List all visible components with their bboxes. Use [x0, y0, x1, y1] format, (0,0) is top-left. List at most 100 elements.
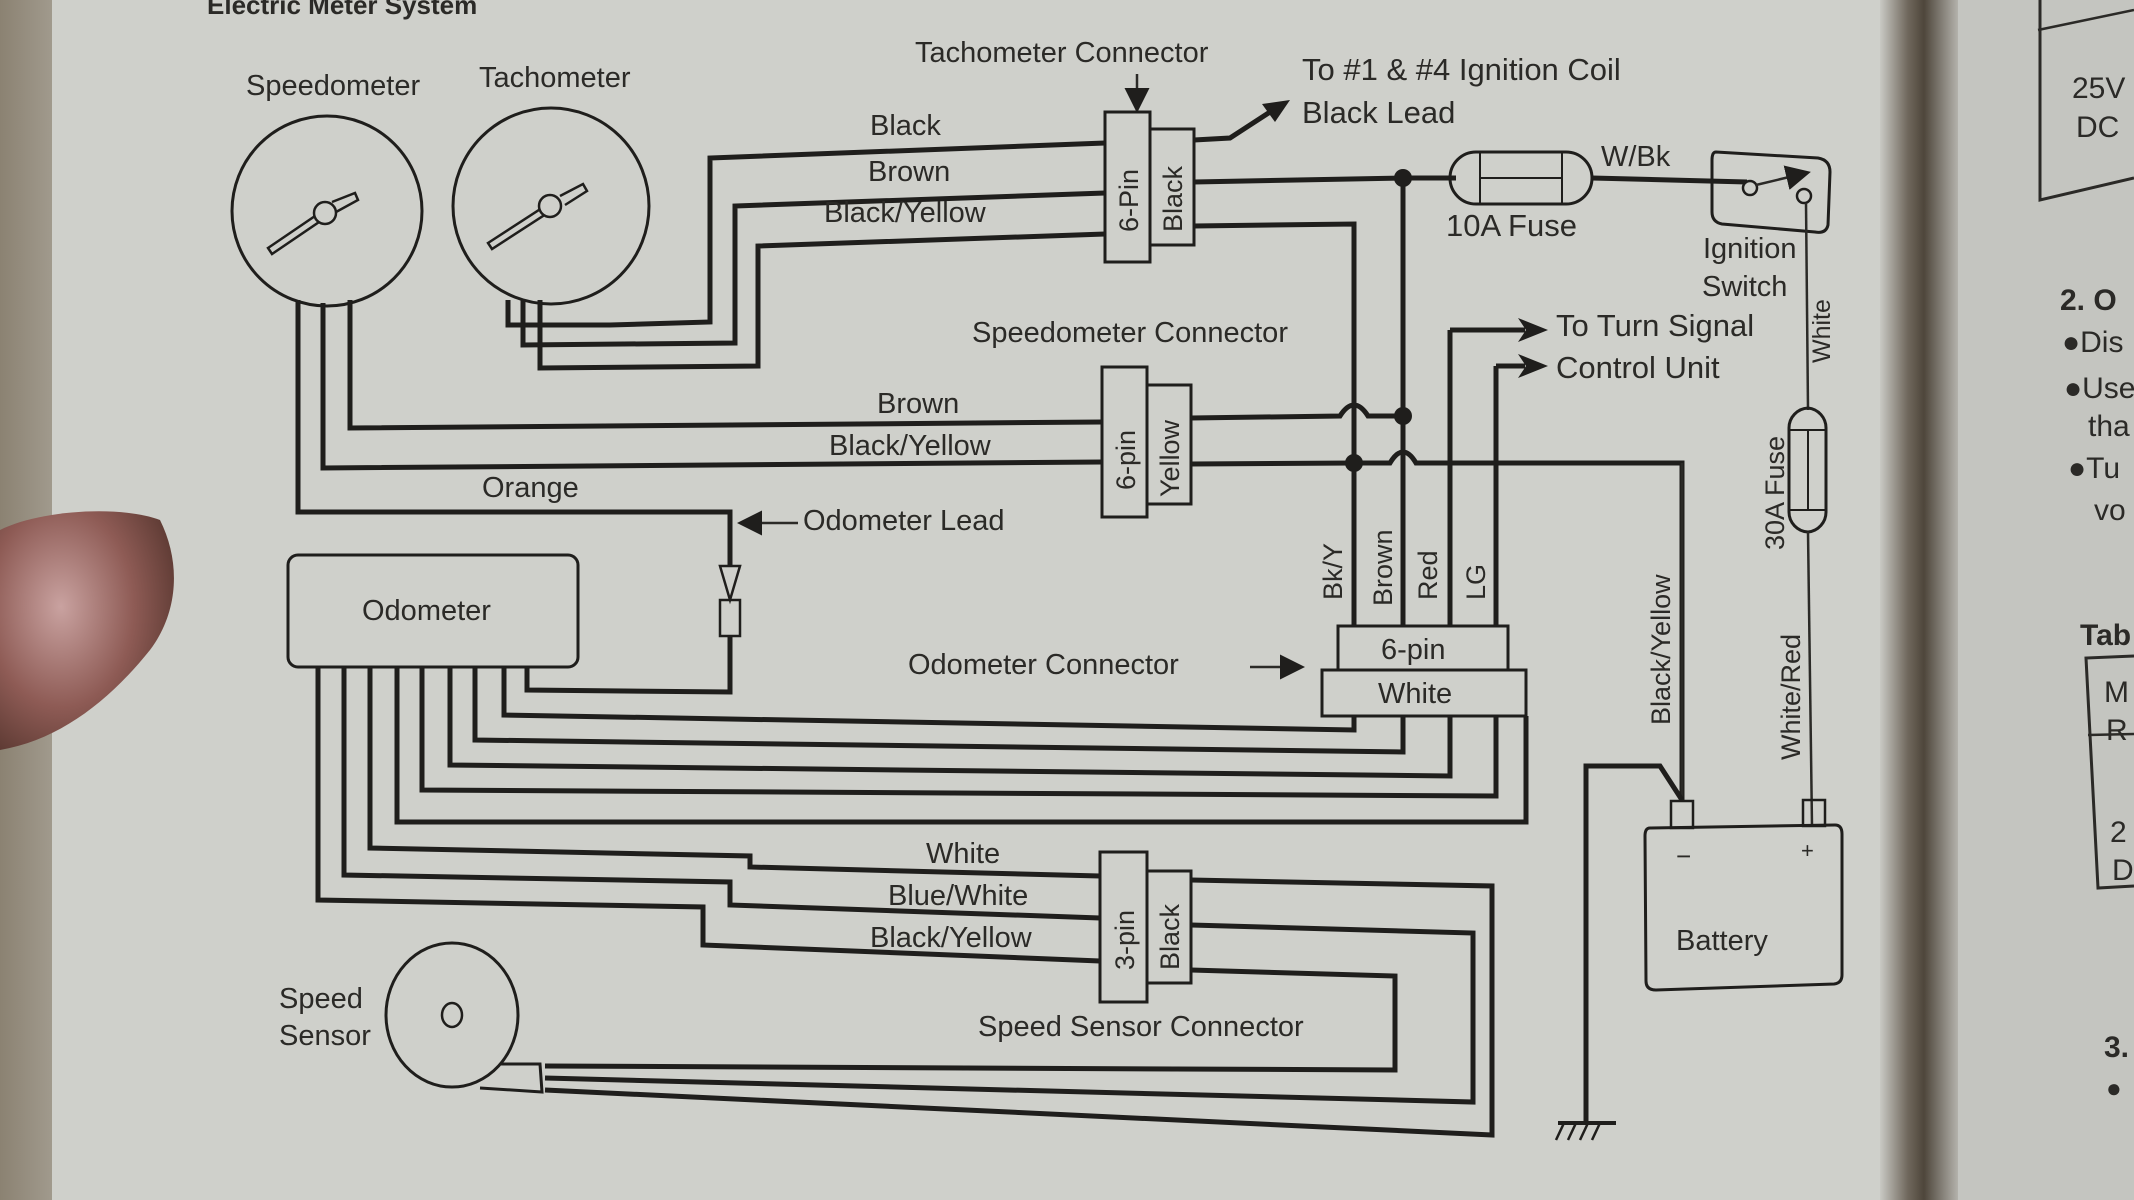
- tachometer-wires: [505, 140, 1106, 371]
- odometer-bundle-wires: [315, 667, 1529, 964]
- book-gutter: [1880, 0, 1960, 1200]
- facing-page: [1958, 0, 2134, 1200]
- battery: − + Battery: [1643, 798, 1844, 992]
- battery-label: Battery: [1676, 925, 1768, 957]
- fuse-10a-label: 10A Fuse: [1446, 208, 1577, 243]
- facing-heading-3: 3.: [2104, 1031, 2129, 1064]
- odo-connector-pin: 6-pin: [1381, 634, 1446, 666]
- odometer-lead-label: Odometer Lead: [803, 505, 1005, 537]
- facing-table-dc: DC: [2076, 111, 2119, 144]
- speedo-connector-label: Speedometer Connector: [972, 317, 1288, 349]
- ignition-coil-label-1: To #1 & #4 Ignition Coil: [1302, 52, 1621, 87]
- ground-wire: [1583, 763, 1685, 1123]
- odometer: [286, 553, 580, 669]
- odometer-lead-return: [524, 636, 733, 695]
- speedo-bky-wire-right: [1190, 449, 1685, 800]
- facing-bullet-3-cont: vo: [2094, 494, 2126, 527]
- ground-icon: [1554, 1121, 1616, 1141]
- facing-table2-r2a: 2: [2110, 816, 2127, 849]
- speedometer-connector: 6-pin Yellow: [1100, 365, 1193, 519]
- speedometer-label: Speedometer: [246, 70, 420, 102]
- wire-label-odo-brown: Brown: [1368, 529, 1398, 606]
- facing-table-2: [2084, 654, 2134, 890]
- ignition-switch: [1710, 150, 1832, 234]
- wire-label-tach-black: Black: [870, 110, 941, 142]
- facing-bullet-3: ●Tu: [2068, 452, 2120, 485]
- wire-label-black-yellow-battery: Black/Yellow: [1646, 574, 1676, 725]
- turn-signal-arrow-icon: [1518, 318, 1548, 342]
- speed-sensor-connector: 3-pin Black: [1098, 850, 1193, 1004]
- speedo-connector-pin: 6-pin: [1111, 430, 1141, 490]
- odometer-connector: 6-pin White: [1320, 624, 1528, 718]
- facing-bullet-4: ●: [2106, 1073, 2122, 1103]
- tachometer-needle-icon: [486, 182, 589, 251]
- tachometer-connector: 6-Pin Black: [1103, 110, 1196, 264]
- ss-connector-label: Speed Sensor Connector: [978, 1011, 1304, 1043]
- wire-label-odo-lg: LG: [1461, 564, 1491, 600]
- ignition-coil-lead: [1193, 109, 1272, 143]
- wire-label-ss-white: White: [926, 838, 1000, 870]
- turn-signal-label-2: Control Unit: [1556, 350, 1720, 385]
- turn-signal-label-1: To Turn Signal: [1556, 308, 1754, 343]
- wire-label-tach-black-yellow: Black/Yellow: [824, 197, 987, 229]
- white-red-wire: [1806, 531, 1814, 827]
- speed-sensor-wires: [544, 877, 1495, 1138]
- wire-label-white: White: [1808, 299, 1836, 363]
- wire-label-w-bk: W/Bk: [1601, 141, 1671, 173]
- facing-page-content: 25V DC 2. O ●Dis ●Use tha ●Tu vo Tab M R…: [2037, 0, 2134, 1103]
- facing-bullet-1: ●Dis: [2062, 326, 2123, 359]
- speed-sensor-label-2: Sensor: [279, 1020, 371, 1052]
- wire-label-speedo-black-yellow: Black/Yellow: [829, 430, 992, 462]
- speedo-connector-color: Yellow: [1155, 419, 1185, 497]
- facing-table-top: [2038, 0, 2134, 202]
- tach-connector-color: Black: [1158, 165, 1188, 232]
- ignition-coil-arrow-icon: [1262, 100, 1290, 122]
- wire-label-ss-black-yellow: Black/Yellow: [870, 922, 1033, 954]
- speedo-brown-wire-right: [1190, 402, 1403, 421]
- facing-table-label: Tab: [2080, 619, 2131, 652]
- facing-table-25v: 25V: [2072, 72, 2125, 105]
- battery-minus-sign: −: [1676, 841, 1691, 871]
- tach-connector-label: Tachometer Connector: [915, 37, 1209, 69]
- speedometer-wires: [295, 300, 1103, 546]
- section-title: Electric Meter System: [207, 0, 477, 20]
- tachometer: [451, 106, 651, 306]
- speed-sensor: [384, 941, 544, 1094]
- white-wire: [1804, 202, 1810, 411]
- facing-table2-r2b: D: [2112, 854, 2134, 887]
- fuse-10a: [1448, 150, 1594, 206]
- odometer-label: Odometer: [362, 595, 491, 627]
- ignition-switch-label-2: Switch: [1702, 271, 1787, 303]
- odo-connector-color: White: [1378, 678, 1452, 710]
- wire-label-speedo-brown: Brown: [877, 388, 959, 420]
- wire-label-white-red: White/Red: [1776, 634, 1806, 760]
- thumb: [0, 511, 174, 750]
- facing-table2-r1b: R: [2106, 714, 2128, 747]
- speedometer: [230, 114, 424, 308]
- tach-bky-wire-right: [1193, 221, 1357, 470]
- tach-connector-pin: 6-Pin: [1114, 169, 1144, 232]
- ss-connector-pin: 3-pin: [1110, 910, 1140, 970]
- wire-label-tach-brown: Brown: [868, 156, 950, 188]
- facing-bullet-2-cont: tha: [2088, 410, 2130, 443]
- odo-connector-label: Odometer Connector: [908, 649, 1179, 681]
- fuse-30a-label: 30A Fuse: [1760, 436, 1790, 550]
- speed-sensor-label-1: Speed: [279, 983, 363, 1015]
- junction-dot: [1394, 407, 1412, 425]
- odometer-lead-plug-icon: [718, 564, 742, 605]
- facing-heading-2: 2. O: [2060, 284, 2117, 317]
- battery-plus-sign: +: [1801, 838, 1814, 863]
- junction-dot: [1394, 169, 1412, 187]
- turn-signal-arrow-icon: [1518, 354, 1548, 378]
- wire-label-odo-red: Red: [1413, 550, 1443, 600]
- ss-connector-color: Black: [1155, 903, 1185, 970]
- ignition-coil-label-2: Black Lead: [1302, 95, 1455, 130]
- wire-label-ss-blue-white: Blue/White: [888, 880, 1028, 912]
- speedometer-needle-icon: [266, 191, 360, 256]
- fuse-30a: [1787, 406, 1828, 534]
- facing-table2-r1a: M: [2104, 676, 2129, 709]
- w-bk-wire: [1591, 175, 1748, 185]
- tachometer-label: Tachometer: [479, 62, 631, 94]
- wire-label-orange: Orange: [482, 472, 579, 504]
